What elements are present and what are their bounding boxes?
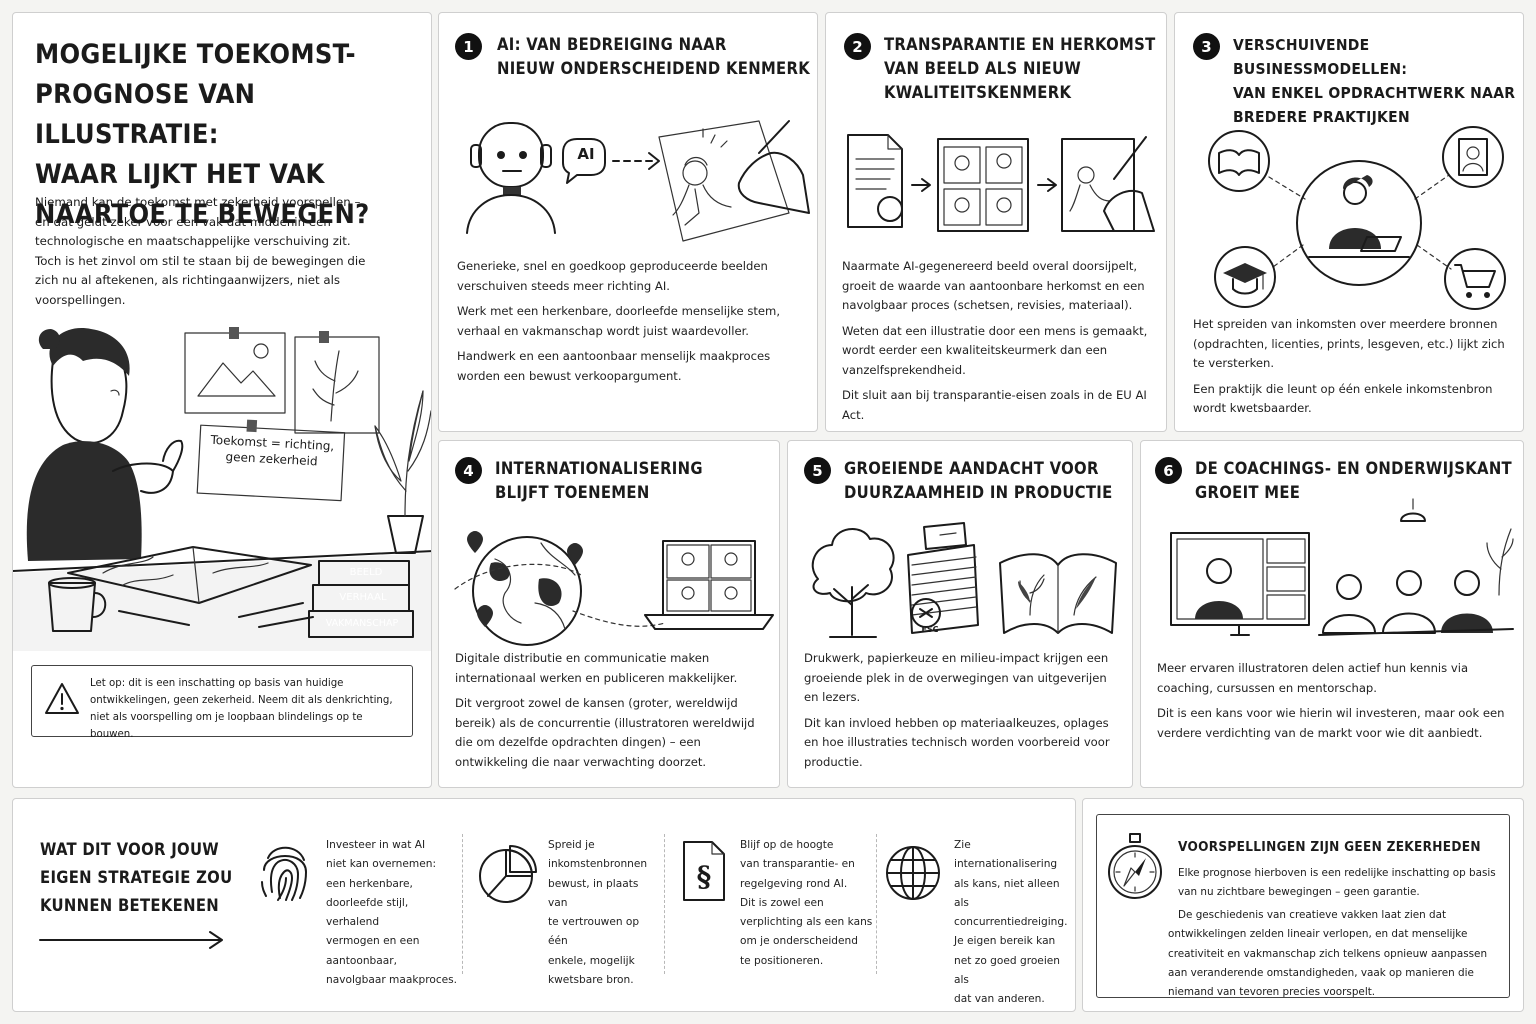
panel-paragraph: Dit vergroot zowel de kansen (groter, we… xyxy=(455,696,755,769)
panel-paragraph: Meer ervaren illustratoren delen actief … xyxy=(1157,661,1469,695)
panel-paragraph: Dit is een kans voor wie hierin wil inve… xyxy=(1157,706,1505,740)
panel-paragraph: Werk met een herkenbare, doorleefde mens… xyxy=(457,304,781,338)
panel-number-badge: 1 xyxy=(455,33,482,60)
pie-chart-icon xyxy=(479,845,537,903)
svg-text:§: § xyxy=(697,860,712,893)
strategy-item-text: Spreid je inkomstenbronnen bewust, in pl… xyxy=(548,839,648,987)
panel-number-badge: 2 xyxy=(844,33,871,60)
panel-text: Digitale distributie en communicatie mak… xyxy=(455,649,771,778)
panel-transparency-origin: 2 TRANSPARANTIE EN HERKOMST VAN BEELD AL… xyxy=(825,12,1167,432)
panel-text: Meer ervaren illustratoren delen actief … xyxy=(1157,659,1509,749)
compass-icon xyxy=(1108,833,1162,899)
panel-paragraph: Dit sluit aan bij transparantie-eisen zo… xyxy=(842,388,1147,422)
panel-title: INTERNATIONALISERING BLIJFT TOENEMEN xyxy=(495,459,703,502)
panel-ai-distinctive: 1 AI: VAN BEDREIGING NAAR NIEUW ONDERSCH… xyxy=(438,12,818,432)
panel-paragraph: Het spreiden van inkomsten over meerdere… xyxy=(1193,317,1505,370)
note-card-text: Toekomst = richting, geen zekerheid xyxy=(210,432,335,469)
disclaimer-title: VOORSPELLINGEN ZIJN GEEN ZEKERHEDEN xyxy=(1178,839,1481,855)
warning-text: Let op: dit is een inschatting op basis … xyxy=(90,678,393,740)
income-sources-network-illustration xyxy=(1208,126,1506,310)
illustrator-at-desk-illustration xyxy=(13,327,431,651)
panel-title: GROEIENDE AANDACHT VOOR DUURZAAMHEID IN … xyxy=(844,459,1113,502)
document-to-sketch-illustration xyxy=(847,134,1155,232)
panel-paragraph: Dit kan invloed hebben op materiaalkeuze… xyxy=(804,715,1110,769)
disclaimer-text-1: Elke prognose hierboven is een redelijke… xyxy=(1178,867,1496,899)
ai-bubble-label: AI xyxy=(577,145,595,163)
panel-business-models: 3 VERSCHUIVENDE BUSINESSMODELLEN: VAN EN… xyxy=(1174,12,1524,432)
arrow-right-icon xyxy=(39,931,223,949)
globe-icon xyxy=(886,846,940,900)
warning-triangle-icon xyxy=(45,683,79,714)
book-label-beeld: BEELD xyxy=(349,567,383,578)
panel-internationalisation: 4 INTERNATIONALISERING BLIJFT TOENEMEN D… xyxy=(438,440,780,788)
tree-paper-book-illustration xyxy=(811,522,1117,638)
panel-title: TRANSPARANTIE EN HERKOMST VAN BEELD ALS … xyxy=(884,35,1156,102)
panel-sustainability: 5 GROEIENDE AANDACHT VOOR DUURZAAMHEID I… xyxy=(787,440,1133,788)
panel-text: Naarmate AI-gegenereerd beeld overal doo… xyxy=(842,257,1158,431)
fingerprint-icon xyxy=(261,846,307,901)
divider xyxy=(462,834,463,974)
panel-paragraph: Een praktijk die leunt op één enkele ink… xyxy=(1193,381,1493,416)
panel-number-badge: 3 xyxy=(1193,33,1220,60)
warning-box: Let op: dit is een inschatting op basis … xyxy=(31,665,413,740)
fsc-label: FSC xyxy=(921,625,939,634)
strategy-strip xyxy=(12,798,1076,1012)
panel-title: DE COACHINGS- EN ONDERWIJSKANT GROEIT ME… xyxy=(1195,459,1512,502)
panel-title: AI: VAN BEDREIGING NAAR NIEUW ONDERSCHEI… xyxy=(497,35,811,78)
panel-number-badge: 4 xyxy=(455,457,482,484)
panel-paragraph: Naarmate AI-gegenereerd beeld overal doo… xyxy=(842,259,1145,312)
panel-text: Drukwerk, papierkeuze en milieu-impact k… xyxy=(804,649,1122,778)
panel-text: Het spreiden van inkomsten over meerdere… xyxy=(1193,315,1511,425)
panel-paragraph: Generieke, snel en goedkoop geproduceerd… xyxy=(457,259,768,293)
disclaimer-box xyxy=(1096,814,1510,998)
panel-number-badge: 5 xyxy=(804,457,831,484)
strategy-item-text: Blijf op de hoogte van transparantie- en… xyxy=(740,839,873,967)
globe-and-laptop-illustration xyxy=(454,531,774,646)
paragraph-document-icon: § xyxy=(683,841,725,901)
panel-title: VERSCHUIVENDE BUSINESSMODELLEN: VAN ENKE… xyxy=(1233,36,1516,126)
divider xyxy=(664,834,665,974)
strategy-item-text: Investeer in wat AI niet kan overnemen: … xyxy=(326,839,458,987)
divider xyxy=(876,834,877,974)
online-workshop-illustration xyxy=(1170,498,1514,636)
panel-paragraph: Digitale distributie en communicatie mak… xyxy=(455,651,738,685)
book-label-verhaal: VERHAAL xyxy=(339,592,387,603)
book-label-vakmanschap: VAKMANSCHAP xyxy=(325,618,399,629)
intro-panel: MOGELIJKE TOEKOMST- PROGNOSE VAN ILLUSTR… xyxy=(12,12,432,788)
panel-coaching-education: 6 DE COACHINGS- EN ONDERWIJSKANT GROEIT … xyxy=(1140,440,1524,788)
disclaimer-text-2: De geschiedenis van creatieve vakken laa… xyxy=(1168,909,1488,999)
page-title: MOGELIJKE TOEKOMST- PROGNOSE VAN ILLUSTR… xyxy=(35,39,370,230)
intro-text: Niemand kan de toekomst met zekerheid vo… xyxy=(35,195,366,307)
book-stack xyxy=(308,560,414,638)
strategy-title: WAT DIT VOOR JOUW EIGEN STRATEGIE ZOU KU… xyxy=(40,840,233,915)
panel-paragraph: Weten dat een illustratie door een mens … xyxy=(842,323,1148,377)
panel-number-badge: 6 xyxy=(1155,457,1182,484)
strategy-item-text: Zie internationalisering als kans, niet … xyxy=(954,839,1068,1006)
robot-to-hand-drawing-illustration xyxy=(466,120,810,242)
panel-paragraph: Handwerk en een aantoonbaar menselijk ma… xyxy=(457,349,771,383)
panel-text: Generieke, snel en goedkoop geproduceerd… xyxy=(457,257,803,392)
panel-paragraph: Drukwerk, papierkeuze en milieu-impact k… xyxy=(804,651,1109,704)
